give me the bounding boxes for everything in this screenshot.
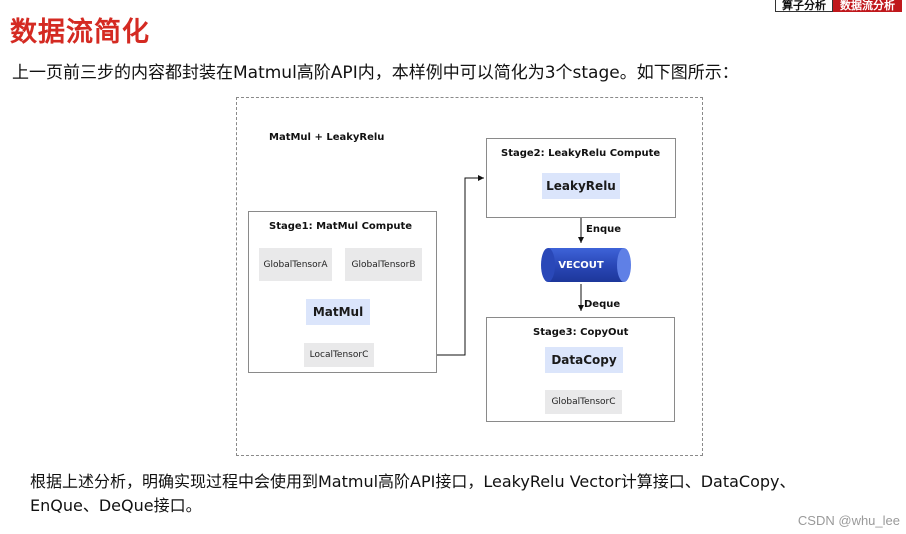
watermark: CSDN @whu_lee [797, 513, 900, 528]
slide-title: 数据流简化 [10, 17, 150, 48]
global-tensor-c: GlobalTensorC [545, 390, 622, 414]
intro-text: 上一页前三步的内容都封装在Matmul高阶API内，本样例中可以简化为3个sta… [12, 63, 739, 83]
global-tensor-a: GlobalTensorA [259, 248, 332, 281]
diagram-caption: MatMul + LeakyRelu [269, 132, 385, 143]
global-tensor-b: GlobalTensorB [345, 248, 422, 281]
stage2-box [486, 138, 676, 218]
diagram-frame: MatMul + LeakyRelu Stage1: MatMul Comput… [236, 97, 703, 456]
vecout-label: VECOUT [558, 259, 604, 271]
summary-text: 根据上述分析，明确实现过程中会使用到Matmul高阶API接口，LeakyRel… [30, 470, 890, 518]
enque-label: Enque [586, 224, 622, 235]
deque-label: Deque [584, 299, 621, 310]
stage2-title: Stage2: LeakyRelu Compute [501, 148, 661, 159]
stage3-title: Stage3: CopyOut [533, 327, 629, 338]
matmul-op: MatMul [306, 299, 370, 325]
tab-dataflow-analysis[interactable]: 数据流分析 [833, 0, 902, 12]
local-tensor-c: LocalTensorC [304, 343, 374, 367]
summary-line-2: EnQue、DeQue接口。 [30, 496, 202, 515]
tab-operator-analysis[interactable]: 算子分析 [775, 0, 833, 12]
datacopy-op: DataCopy [545, 347, 623, 373]
leakyrelu-op: LeakyRelu [542, 173, 620, 199]
stage1-title: Stage1: MatMul Compute [269, 221, 413, 232]
top-tabs: 算子分析 数据流分析 [775, 0, 902, 12]
vecout-cylinder [541, 248, 631, 282]
summary-line-1: 根据上述分析，明确实现过程中会使用到Matmul高阶API接口，LeakyRel… [30, 472, 796, 491]
